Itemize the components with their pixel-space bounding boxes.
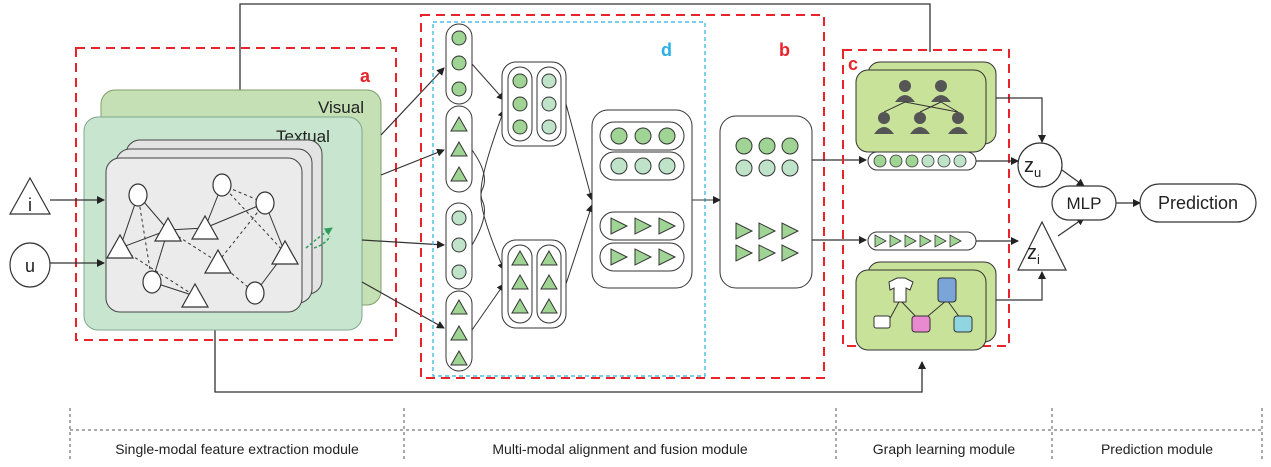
zi-to-mlp-arrow [1057,217,1085,237]
mlp-label: MLP [1067,194,1102,213]
visual-layer-label: Visual [318,98,364,117]
region-d-box [432,21,706,377]
region-a-box [75,47,397,341]
user-embedding-items [873,154,967,168]
item-graph-front [855,269,987,351]
item-input-label: i [28,195,32,215]
aligned-triangles [511,249,558,314]
prediction-label: Prediction [1158,193,1238,213]
fusion-items [610,127,677,266]
region-b-box [420,14,825,379]
region-b-label: b [779,40,790,60]
module-label-alignment-fusion: Multi-modal alignment and fusion module [492,441,747,457]
bottom-feedback-arrow [214,330,926,393]
item-graph-to-zi-arrow [996,271,1046,301]
item-input-node [8,176,52,215]
graph-nodes [105,173,300,308]
zi-node [1017,220,1067,271]
a-to-columns-arrows [361,67,445,329]
user-people-icon [874,80,968,134]
region-c-label: c [848,54,858,74]
refresh-icon [305,227,333,249]
zu-to-mlp-arrow [1061,169,1085,187]
region-a-label: a [360,66,371,86]
alignment-arrows [471,63,506,331]
prediction-node [1139,183,1257,223]
user-input-label: u [25,256,35,276]
zi-label: zi [1027,242,1040,267]
module-label-single-modal: Single-modal feature extraction module [115,441,359,457]
top-feedback-line [239,3,931,100]
zu-node [1017,142,1063,188]
module-label-prediction: Prediction module [1101,441,1213,457]
aligned-circles [512,73,557,135]
zu-label: zu [1024,155,1041,180]
module-dividers [69,408,1263,462]
item-embedding-items [874,234,962,248]
module-label-graph-learning: Graph learning module [873,441,1016,457]
fusion-arrow-bottom [565,204,594,285]
user-input-node [9,242,51,288]
user-graph-to-zu-arrow [996,97,1046,143]
column-items [450,30,468,366]
fused-output-block [719,115,813,289]
fused-output-items [735,137,800,262]
region-d-label: d [661,40,672,60]
item-graph-content [873,277,973,333]
user-graph-edges [883,101,959,113]
fusion-arrow-top [565,103,595,201]
